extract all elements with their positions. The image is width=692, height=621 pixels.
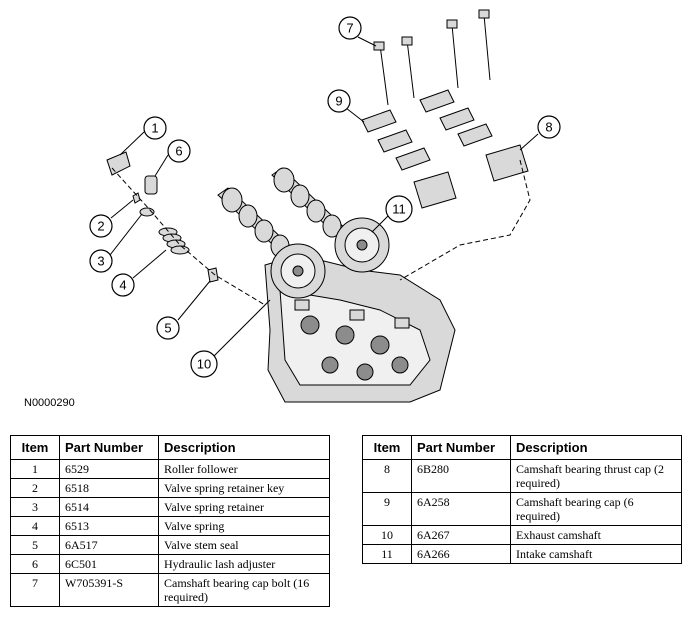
cell-item: 11: [362, 544, 412, 564]
svg-text:1: 1: [151, 121, 158, 136]
cell-part-number: 6B280: [411, 459, 511, 493]
cell-item: 7: [10, 573, 60, 607]
cell-description: Roller follower: [158, 459, 330, 479]
header-item: Item: [10, 435, 60, 460]
hydraulic-lash-adjuster: [144, 175, 158, 195]
cell-item: 8: [362, 459, 412, 493]
cell-part-number: 6513: [59, 516, 159, 536]
svg-text:9: 9: [335, 94, 342, 109]
svg-text:3: 3: [97, 254, 104, 269]
callout-1: 1: [119, 116, 167, 156]
cell-description: Valve stem seal: [158, 535, 330, 555]
cell-description: Valve spring: [158, 516, 330, 536]
cell-description: Camshaft bearing thrust cap (2 required): [510, 459, 682, 493]
figure-id: N0000290: [24, 397, 75, 409]
camshaft-bearing-thrust-caps: [413, 144, 529, 209]
header-part-number: Part Number: [411, 435, 511, 460]
header-description: Description: [158, 435, 330, 460]
cell-description: Valve spring retainer: [158, 497, 330, 517]
cell-part-number: 6529: [59, 459, 159, 479]
table-header-row: Item Part Number Description: [362, 435, 682, 460]
cell-description: Hydraulic lash adjuster: [158, 554, 330, 574]
valve-stem-seal: [207, 267, 219, 283]
cell-item: 9: [362, 492, 412, 526]
callout-5: 5: [156, 280, 211, 340]
cell-item: 4: [10, 516, 60, 536]
callout-10: 10: [190, 299, 271, 378]
table-row: 6 6C501 Hydraulic lash adjuster: [10, 554, 330, 574]
header-part-number: Part Number: [59, 435, 159, 460]
svg-text:2: 2: [97, 219, 104, 234]
callout-11: 11: [371, 195, 413, 233]
cell-description: Intake camshaft: [510, 544, 682, 564]
cell-part-number: 6A266: [411, 544, 511, 564]
header-item: Item: [362, 435, 412, 460]
cell-part-number: W705391-S: [59, 573, 159, 607]
cell-description: Exhaust camshaft: [510, 525, 682, 545]
table-row: 4 6513 Valve spring: [10, 516, 330, 536]
cell-part-number: 6C501: [59, 554, 159, 574]
valve-spring: [158, 227, 190, 255]
parts-table-right: Item Part Number Description 8 6B280 Cam…: [362, 435, 682, 564]
svg-text:5: 5: [164, 321, 171, 336]
cell-part-number: 6A267: [411, 525, 511, 545]
table-row: 11 6A266 Intake camshaft: [362, 544, 682, 564]
cell-description: Camshaft bearing cap bolt (16 required): [158, 573, 330, 607]
svg-text:11: 11: [392, 202, 406, 217]
cell-part-number: 6518: [59, 478, 159, 498]
svg-text:7: 7: [346, 21, 353, 36]
callout-9: 9: [327, 89, 365, 123]
svg-text:4: 4: [119, 278, 126, 293]
table-row: 3 6514 Valve spring retainer: [10, 497, 330, 517]
assembly-line-cap: [399, 159, 531, 281]
callout-8: 8: [519, 115, 561, 151]
intake-camshaft: [271, 167, 390, 273]
exhaust-camshaft: [217, 187, 326, 299]
parts-table-left: Item Part Number Description 1 6529 Roll…: [10, 435, 330, 607]
cell-part-number: 6514: [59, 497, 159, 517]
roller-follower: [106, 151, 131, 176]
assembly-line-valve: [111, 167, 266, 306]
cell-description: Valve spring retainer key: [158, 478, 330, 498]
table-header-row: Item Part Number Description: [10, 435, 330, 460]
callout-7: 7: [338, 16, 377, 47]
cell-part-number: 6A517: [59, 535, 159, 555]
cell-item: 3: [10, 497, 60, 517]
table-row: 5 6A517 Valve stem seal: [10, 535, 330, 555]
cell-part-number: 6A258: [411, 492, 511, 526]
valve-spring-retainer-key: [132, 192, 141, 204]
table-row: 1 6529 Roller follower: [10, 459, 330, 479]
table-row: 8 6B280 Camshaft bearing thrust cap (2 r…: [362, 459, 682, 493]
table-row: 7 W705391-S Camshaft bearing cap bolt (1…: [10, 573, 330, 607]
callout-4: 4: [111, 249, 167, 297]
cell-item: 6: [10, 554, 60, 574]
cell-item: 10: [362, 525, 412, 545]
camshaft-bearing-cap-bolts: [373, 9, 491, 106]
cell-item: 2: [10, 478, 60, 498]
table-row: 10 6A267 Exhaust camshaft: [362, 525, 682, 545]
cell-description: Camshaft bearing cap (6 required): [510, 492, 682, 526]
camshaft-bearing-caps: [361, 89, 493, 171]
callout-2: 2: [89, 199, 134, 238]
cell-item: 5: [10, 535, 60, 555]
svg-text:10: 10: [197, 357, 211, 372]
callout-3: 3: [89, 213, 143, 273]
table-row: 9 6A258 Camshaft bearing cap (6 required…: [362, 492, 682, 526]
cell-item: 1: [10, 459, 60, 479]
svg-text:8: 8: [545, 120, 552, 135]
exploded-view-diagram: 1 6 2 3 4 5 10 7 9 8: [89, 9, 561, 403]
svg-text:6: 6: [175, 144, 182, 159]
header-description: Description: [510, 435, 682, 460]
callout-6: 6: [154, 139, 191, 177]
table-row: 2 6518 Valve spring retainer key: [10, 478, 330, 498]
